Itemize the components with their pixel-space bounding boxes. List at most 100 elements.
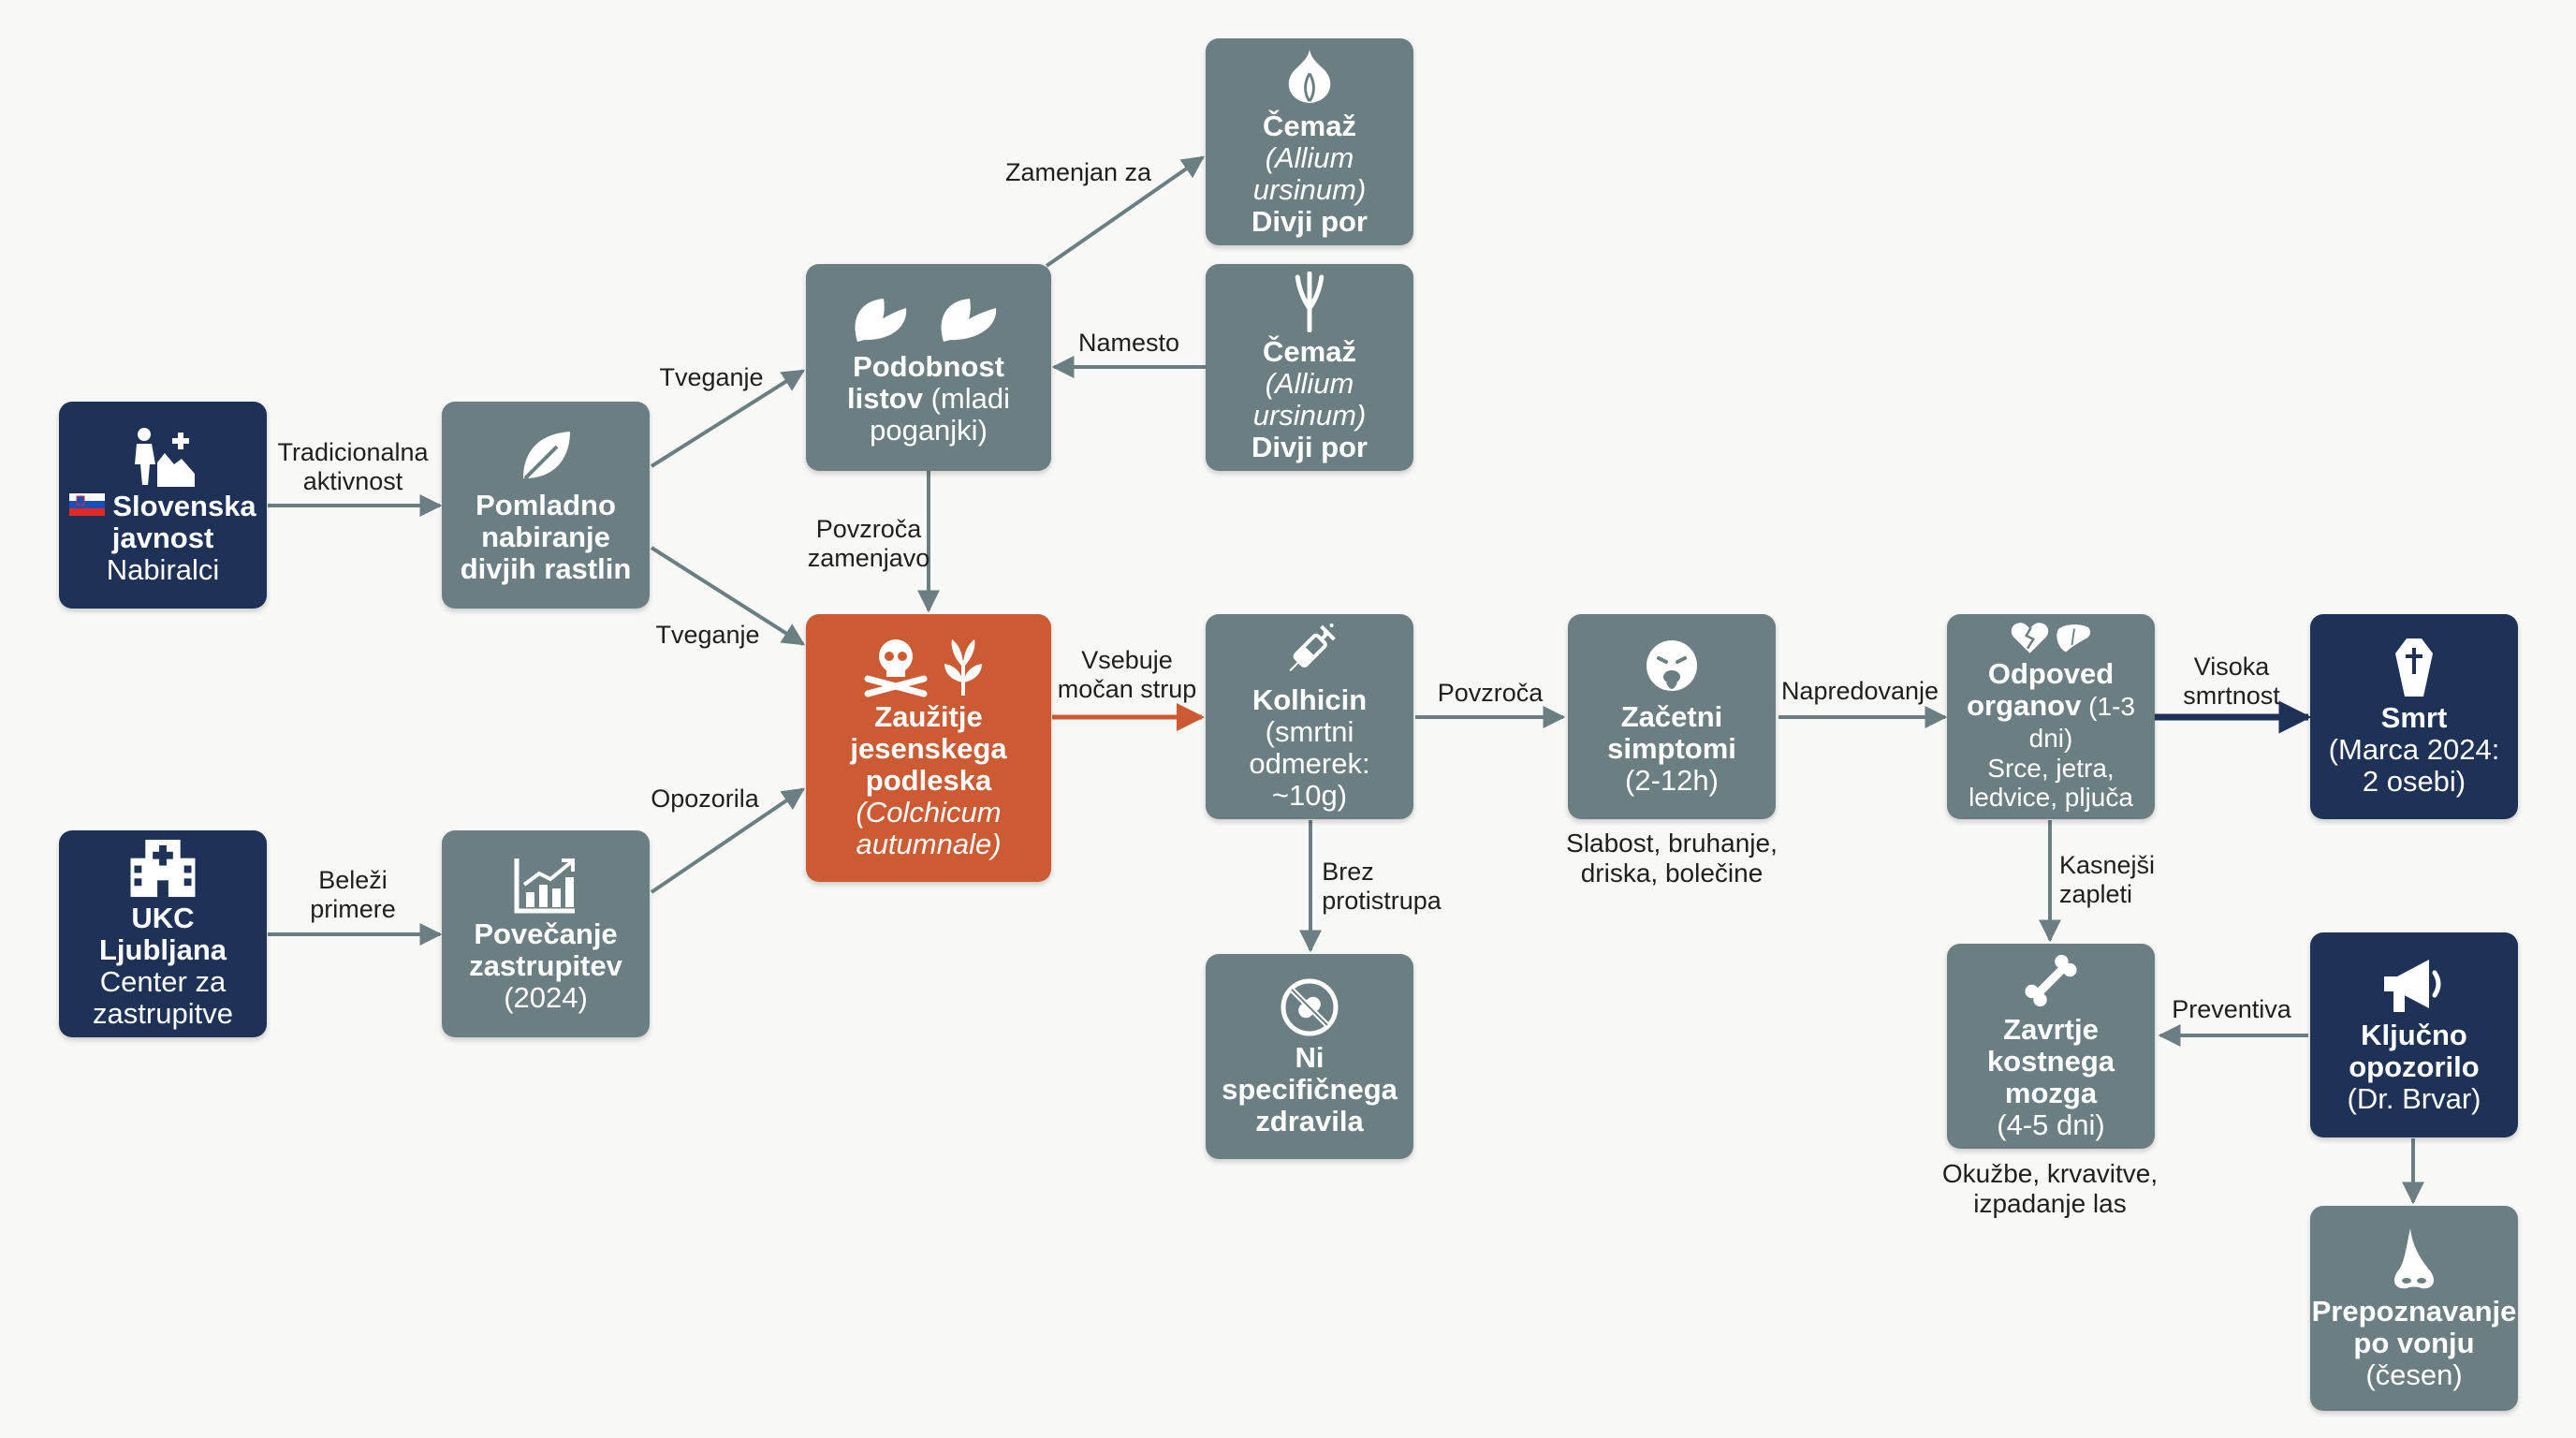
node-title: Začetni [1620,699,1723,733]
node-title: Ključno [2361,1018,2467,1051]
node-title: Prepoznavanje [2311,1294,2517,1328]
node-title: Odpoved [1987,657,2115,690]
edge-label-preventiva: Preventiva [2172,995,2291,1023]
node-title-line2: listov (mladi [847,381,1010,415]
node-title: Zavrtje [2003,1013,2099,1046]
node-title-line2: opozorilo [2349,1049,2480,1083]
node-title: UKC Ljubljana [98,902,227,966]
node-prepoznavanje-vonju[interactable]: Prepoznavanje po vonju (česen) [2310,1206,2518,1411]
edge-label-line: Visoka [2193,653,2270,681]
node-title-line3: zdravila [1255,1104,1364,1137]
edge-label-line: aktivnost [302,467,403,495]
node-title-line2: jesenskega [850,732,1007,765]
node-ni-zdravila[interactable]: Ni specifičnega zdravila [1206,954,1413,1159]
edge-label-line: zapleti [2058,880,2133,908]
note-line: izpadanje las [1973,1189,2127,1218]
node-title-line3: divjih rastlin [460,551,632,585]
node-kljucno-opozorilo[interactable]: Ključno opozorilo (Dr. Brvar) [2310,932,2518,1137]
node-title: Čemaž [1263,335,1356,368]
node-subtitle: (smrtni [1265,715,1354,748]
node-povecanje-zastrupitev[interactable]: Povečanje zastrupitev (2024) [442,830,650,1037]
node-subtitle: (česen) [2365,1357,2463,1391]
node-cemaz-garlic[interactable]: Čemaž (Allium ursinum) Divji por [1206,38,1413,245]
edge-label-tveganje-bottom: Tveganje [655,621,760,649]
coffin-icon [2395,638,2433,697]
node-title: Povečanje [474,917,618,950]
forager-icon [135,427,195,487]
node-subtitle-line2: ledvice, pljuča [1969,783,2133,812]
bone-icon [2025,954,2077,1007]
slovenian-flag [69,493,106,517]
megaphone-icon [2384,959,2441,1012]
node-title-line3: mozga [2004,1077,2098,1109]
node-latin-name: (Allium ursinum) [1252,141,1367,206]
node-subtitle: poganjki) [870,413,988,447]
node-title-text: organov [1967,689,2082,722]
node-smrt[interactable]: Smrt (Marca 2024: 2 osebi) [2310,614,2518,819]
leaves-icon [855,298,997,342]
node-common-name: Divji por [1251,431,1368,463]
edge-label-kasnejsi-zapleti: Kasnejši zapleti [2059,851,2155,909]
node-subtitle-line2: 2 osebi) [2362,764,2466,798]
edge-label-namesto: Namesto [1077,329,1180,357]
edge-label-line: zamenjavo [807,544,930,572]
leaf-icon [523,431,570,479]
node-odpoved-organov[interactable]: Odpoved organov (1-3 dni) Srce, jetra, l… [1947,614,2155,819]
node-title-line2: zastrupitev [469,948,622,982]
node-slovenska-javnost[interactable]: Slovenska javnost Nabiralci [59,402,267,609]
note-line: Okužbe, krvavitve, [1941,1159,2159,1188]
edge-pomladno-podobnost [650,369,806,468]
sprout-icon [1295,271,1325,332]
edge-label-tradicionalna: Tradicionalna aktivnost [277,438,428,496]
node-subtitle: Center za [99,965,227,998]
hospital-icon [130,839,196,898]
node-title: Kolhicin [1251,683,1368,716]
edge-label-line: Povzroča [815,515,922,543]
node-title: Zaužitje [874,700,983,733]
node-pomladno-nabiranje[interactable]: Pomladno nabiranje divjih rastlin [442,402,650,609]
node-subtitle: (2024) [504,980,588,1014]
node-subtitle-line2: zastrupitve [93,997,233,1030]
node-kolhicin[interactable]: Kolhicin (smrtni odmerek: ~10g) [1206,614,1413,819]
node-zauzitje-podleska[interactable]: Zaužitje jesenskega podleska (Colchicum … [806,614,1051,882]
node-subtitle: (4-5 dni) [1997,1108,2105,1141]
node-title-line2: kostnega [1986,1045,2115,1078]
node-title-line2: organov (1-3 dni) [1954,690,2147,754]
node-title: Smrt [2380,700,2448,734]
node-title: Ni [1295,1040,1325,1074]
edge-pomladno-zauzitje [650,546,806,646]
node-subtitle: (2-12h) [1625,763,1719,797]
node-title-text: listov [847,381,923,415]
note-line: driska, bolečine [1580,858,1764,888]
garlic-icon [1288,49,1331,104]
edge-label-tveganje-top: Tveganje [659,363,764,391]
node-subtitle-text: (mladi [922,381,1010,415]
node-title: Pomladno [476,488,616,521]
node-subtitle: Srce, jetra, [1987,754,2115,783]
edge-label-belezi: Beleži primere [310,866,396,924]
node-podobnost-listov[interactable]: Podobnost listov (mladi poganjki) [806,264,1051,471]
node-latin-name-line2: autumnale) [856,828,1002,860]
no-medicine-icon [1281,978,1339,1035]
node-title-line3: podleska [865,764,992,797]
edge-label-line: Vsebuje [1081,646,1173,674]
node-zacetni-simptomi[interactable]: Začetni simptomi (2-12h) [1568,614,1776,819]
edge-label-napredovanje: Napredovanje [1780,677,1939,705]
edge-label-line: Tradicionalna [277,438,429,466]
node-subtitle-line2: odmerek: ~10g) [1249,747,1370,812]
node-title-line2: nabiranje [481,520,610,553]
vomiting-face-icon [1647,639,1697,691]
nose-icon [2393,1227,2435,1288]
edge-label-povzroca-zamenjavo: Povzroča zamenjavo [808,515,930,573]
broken-heart-liver-icon [2011,623,2091,653]
edge-label-vsebuje: Vsebuje močan strup [1058,646,1197,704]
edge-label-line: močan strup [1057,675,1197,703]
node-duration: (1-3 dni) [2028,692,2135,753]
node-title-line2: specifičnega [1222,1072,1398,1106]
node-cemaz-sprout[interactable]: Čemaž (Allium ursinum) Divji por [1206,264,1413,471]
node-zavrtje-mozga[interactable]: Zavrtje kostnega mozga (4-5 dni) [1947,944,2155,1149]
node-ukc-ljubljana[interactable]: UKC Ljubljana Center za zastrupitve [59,830,267,1037]
node-subtitle: (Marca 2024: [2328,732,2500,766]
